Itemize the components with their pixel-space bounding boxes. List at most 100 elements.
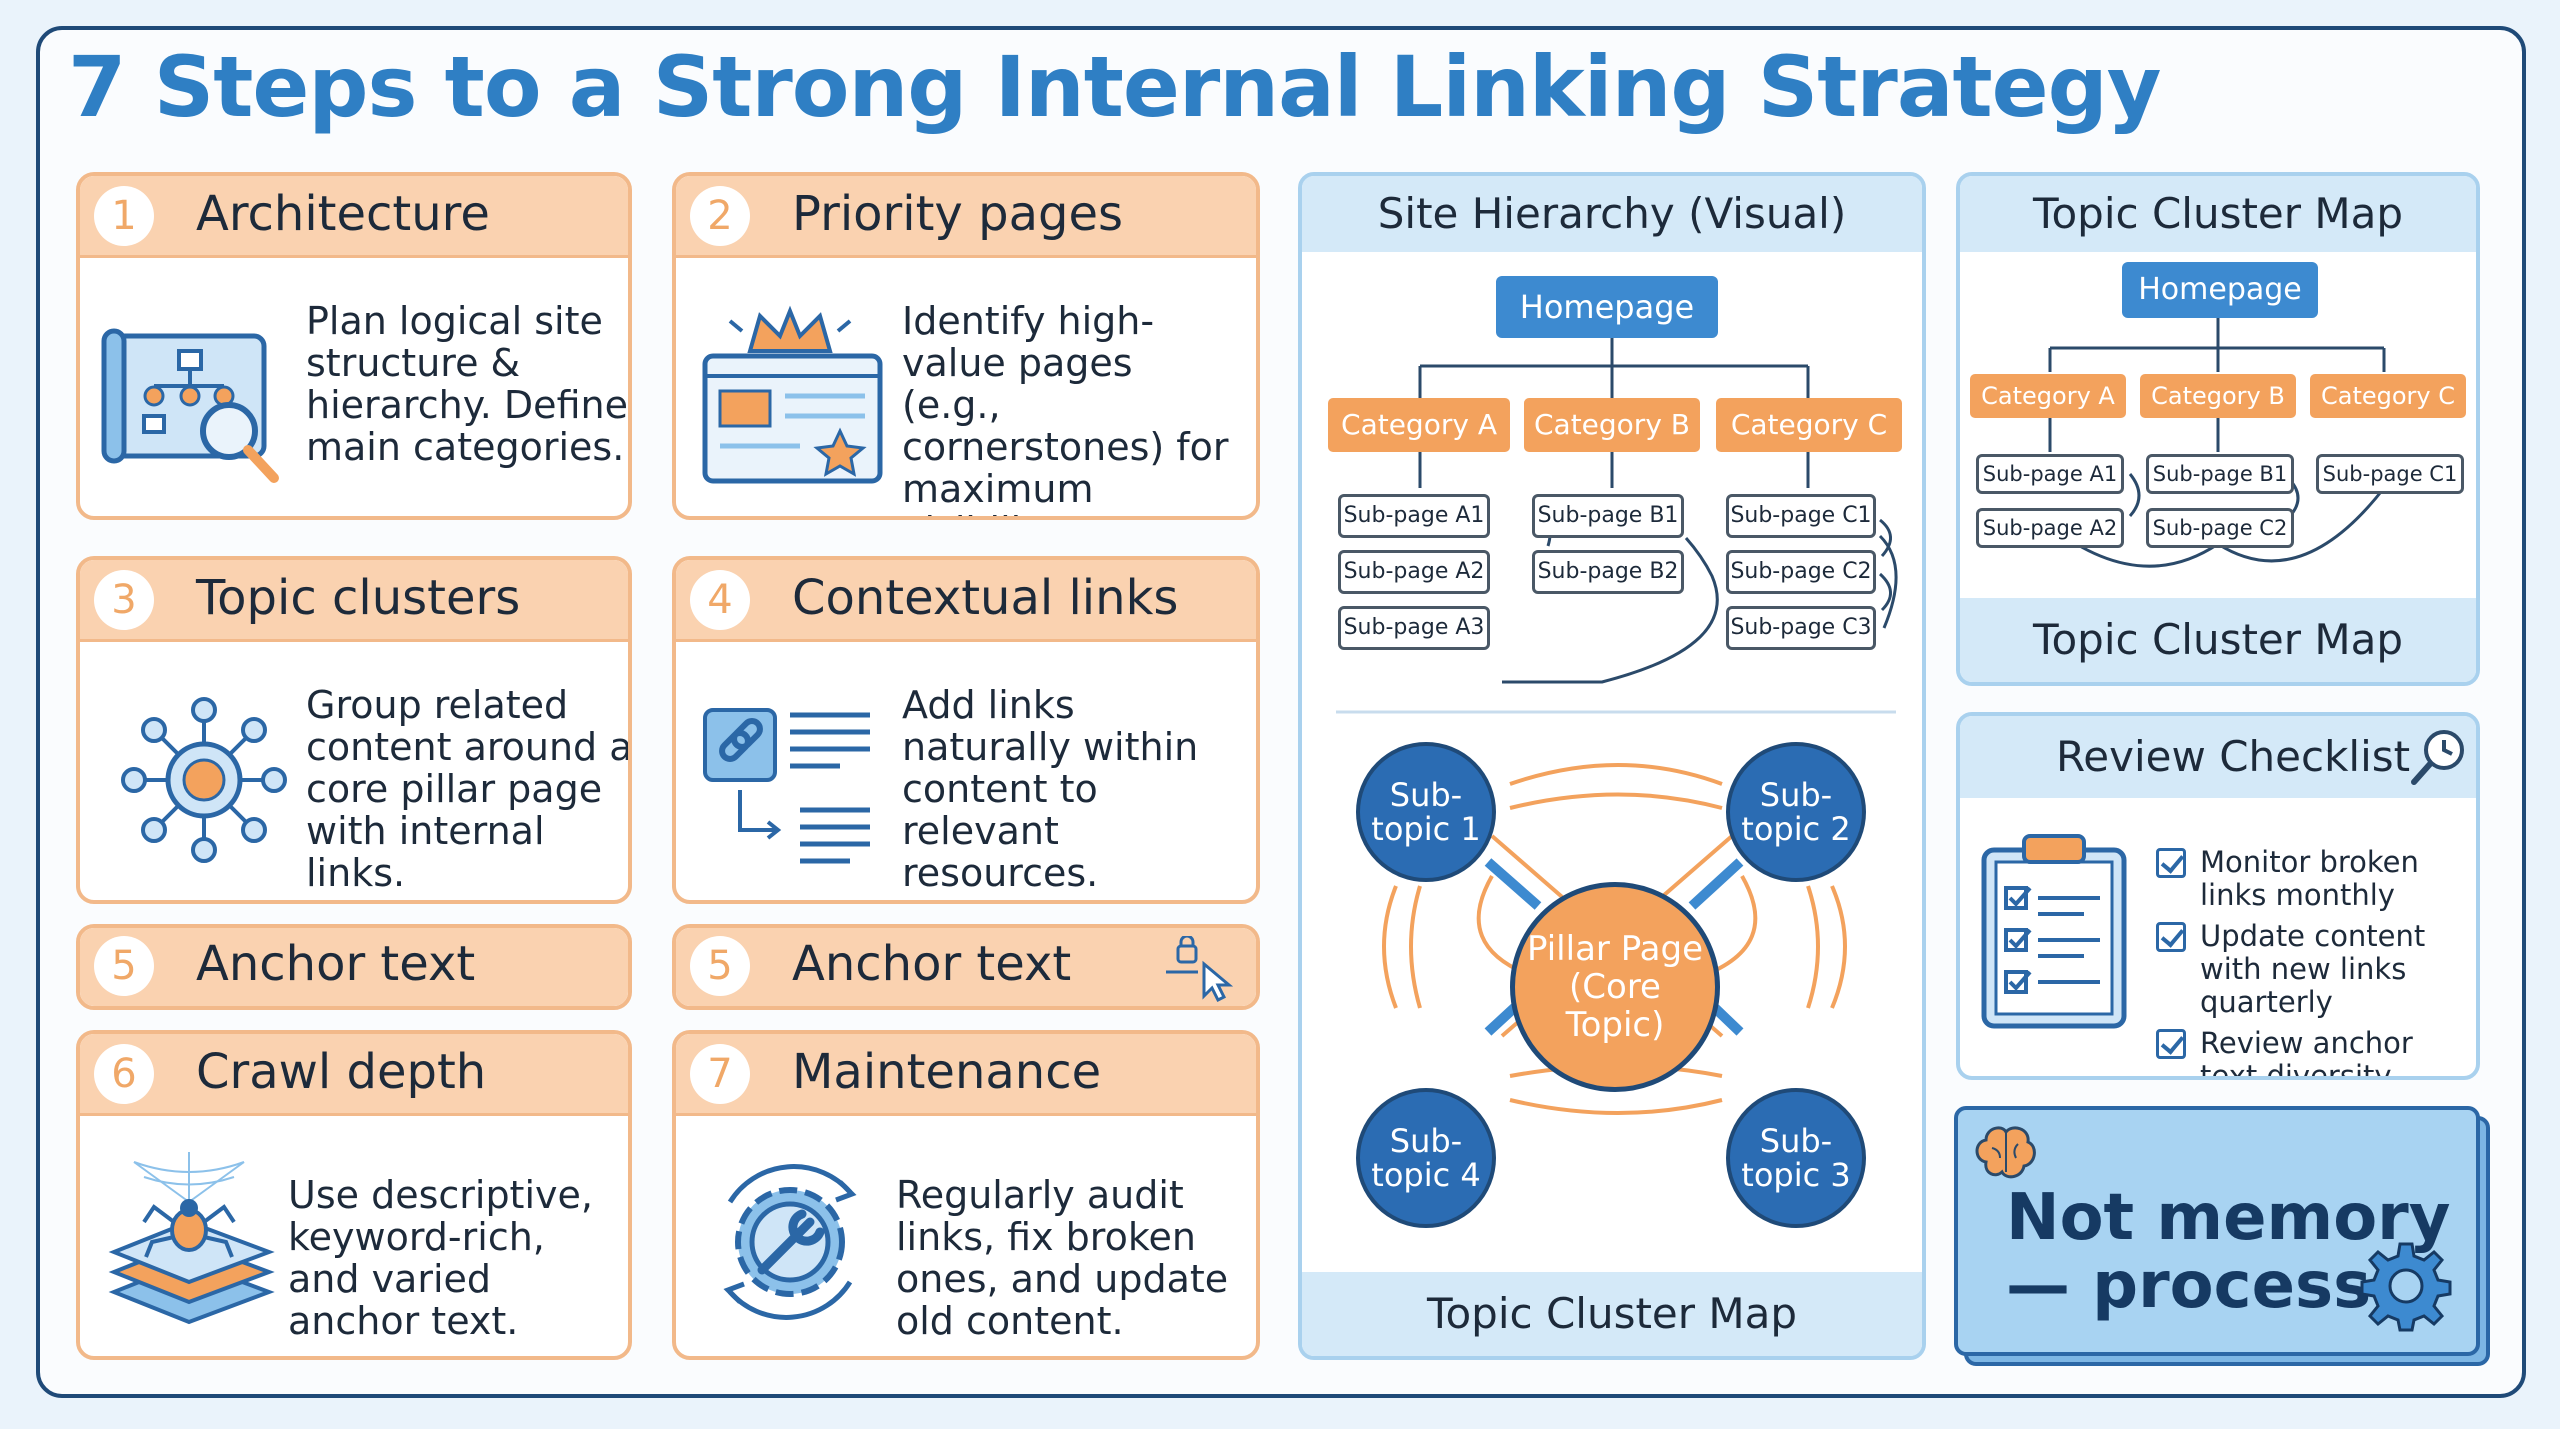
step-card-priority-pages: 2 Priority pages Identify high-value pag… — [672, 172, 1260, 520]
gear-wrench-icon — [723, 1164, 857, 1320]
category-node: Category B — [2140, 374, 2296, 418]
subtopic-node: Sub-topic 4 — [1356, 1088, 1496, 1228]
subtopic-label: topic 4 — [1371, 1156, 1481, 1194]
step-card-anchor-text: 5 Anchor text — [76, 924, 632, 1010]
checkbox-icon — [2156, 848, 2186, 878]
step-description: Use descriptive, keyword-rich, and varie… — [288, 1173, 593, 1343]
motto-text: Not memory — process. — [2006, 1184, 2450, 1320]
checklist-item: Monitor broken links monthly — [2156, 846, 2476, 912]
step-number: 6 — [94, 1044, 154, 1104]
sub-page-node: Sub-page B1 — [1532, 494, 1684, 538]
step-description: Regularly audit links, fix broken ones, … — [896, 1173, 1229, 1343]
step-number: 5 — [94, 936, 154, 996]
sub-page-node: Sub-page B1 — [2146, 454, 2294, 494]
review-checklist-panel: Review Checklist Monitor broken links mo… — [1956, 712, 2480, 1080]
step-number: 4 — [690, 570, 750, 630]
cursor-lock-icon — [1166, 936, 1234, 1003]
sub-page-node: Sub-page A3 — [1338, 606, 1490, 650]
checkbox-icon — [2156, 922, 2186, 952]
step-description: Group related content around a core pill… — [306, 683, 632, 895]
pillar-label: (Core Topic) — [1565, 967, 1665, 1045]
step-header: 6 Crawl depth — [80, 1034, 628, 1116]
subtopic-label: Sub- — [1389, 1122, 1463, 1160]
subtopic-label: topic 1 — [1371, 810, 1481, 848]
blueprint-icon — [101, 328, 279, 483]
panel-footer: Topic Cluster Map — [1960, 598, 2476, 682]
category-node: Category A — [1328, 398, 1510, 452]
step-number: 3 — [94, 570, 154, 630]
category-node: Category C — [2310, 374, 2466, 418]
subtopic-node: Sub-topic 2 — [1726, 742, 1866, 882]
step-number: 1 — [94, 186, 154, 246]
subtopic-label: Sub- — [1759, 776, 1833, 814]
step-number: 2 — [690, 186, 750, 246]
step-description: Add links naturally within content to re… — [902, 683, 1199, 895]
motto-line: — process. — [2006, 1249, 2396, 1323]
step-card-crawl-depth: 6 Crawl depth Use descriptive, keyword-r… — [76, 1030, 632, 1360]
step-card-maintenance: 7 Maintenance Regularly audit links, fix… — [672, 1030, 1260, 1360]
cluster-map-connectors — [2048, 318, 2386, 568]
panel-title: Review Checklist — [1960, 716, 2476, 798]
step-header: 1 Architecture — [80, 176, 628, 258]
step-header: 7 Maintenance — [676, 1034, 1256, 1116]
step-title: Maintenance — [792, 1044, 1102, 1100]
checkbox-icon — [2156, 1029, 2186, 1059]
step-title: Crawl depth — [196, 1044, 487, 1100]
site-hierarchy-panel: Site Hierarchy (Visual) — [1298, 172, 1926, 1360]
sub-page-node: Sub-page C1 — [2316, 454, 2464, 494]
step-card-topic-clusters: 3 Topic clusters Group related content a… — [76, 556, 632, 904]
step-card-anchor-text-2: 5 Anchor text — [672, 924, 1260, 1010]
step-number: 7 — [690, 1044, 750, 1104]
step-header: 5 Anchor text — [80, 928, 628, 1006]
motto-card: Not memory — process. — [1954, 1106, 2480, 1356]
category-node: Category A — [1970, 374, 2126, 418]
checklist-item-text: Review anchor text diversity annually — [2200, 1026, 2413, 1080]
sub-page-node: Sub-page C1 — [1726, 494, 1876, 538]
step-title: Topic clusters — [196, 570, 521, 626]
step-title: Architecture — [196, 186, 490, 242]
step-card-architecture: 1 Architecture Plan logical site structu… — [76, 172, 632, 520]
step-title: Contextual links — [792, 570, 1179, 626]
sub-page-node: Sub-page C2 — [1726, 550, 1876, 594]
brain-icon — [1975, 1126, 2036, 1179]
pillar-page-node: Pillar Page(Core Topic) — [1510, 882, 1720, 1092]
sub-page-node: Sub-page A2 — [1976, 508, 2124, 548]
subtopic-label: topic 3 — [1741, 1156, 1851, 1194]
checklist-item: Update content with new links quarterly — [2156, 920, 2476, 1019]
step-header: 3 Topic clusters — [80, 560, 628, 642]
page-title: 7 Steps to a Strong Internal Linking Str… — [68, 38, 2162, 136]
homepage-node: Homepage — [2122, 262, 2318, 318]
category-node: Category C — [1716, 398, 1902, 452]
pillar-label: Pillar Page — [1526, 929, 1704, 969]
checklist-title: Review Checklist — [2056, 732, 2411, 781]
step-title: Anchor text — [792, 936, 1072, 992]
checklist-item-text: Update content with new links quarterly — [2200, 919, 2426, 1019]
step-title: Priority pages — [792, 186, 1123, 242]
step-card-contextual-links: 4 Contextual links Add links naturally w… — [672, 556, 1260, 904]
sub-page-node: Sub-page C2 — [2146, 508, 2294, 548]
step-number: 5 — [690, 936, 750, 996]
spider-icon — [108, 1152, 275, 1325]
topic-cluster-map-panel: Topic Cluster Map Homepage Category A Ca… — [1956, 172, 2480, 686]
step-header: 4 Contextual links — [676, 560, 1256, 642]
subtopic-label: topic 2 — [1741, 810, 1851, 848]
sub-page-node: Sub-page A1 — [1338, 494, 1490, 538]
sub-page-node: Sub-page A2 — [1338, 550, 1490, 594]
gear-icon — [2360, 1242, 2452, 1332]
hub-icon — [121, 697, 287, 863]
checklist: Monitor broken links monthly Update cont… — [2156, 846, 2476, 1080]
step-title: Anchor text — [196, 936, 476, 992]
panel-title: Topic Cluster Map — [1960, 176, 2476, 252]
step-header: 2 Priority pages — [676, 176, 1256, 258]
clipboard-icon — [1981, 834, 2127, 1029]
subtopic-node: Sub-topic 1 — [1356, 742, 1496, 882]
panel-title: Site Hierarchy (Visual) — [1302, 176, 1922, 252]
category-node: Category B — [1524, 398, 1700, 452]
sub-page-node: Sub-page A1 — [1976, 454, 2124, 494]
crown-page-icon — [702, 305, 883, 484]
link-icon — [703, 708, 870, 864]
sub-page-node: Sub-page C3 — [1726, 606, 1876, 650]
step-header: 5 Anchor text — [676, 928, 1256, 1006]
magnifier-clock-icon — [2411, 730, 2464, 785]
checklist-item: Review anchor text diversity annually — [2156, 1026, 2476, 1080]
